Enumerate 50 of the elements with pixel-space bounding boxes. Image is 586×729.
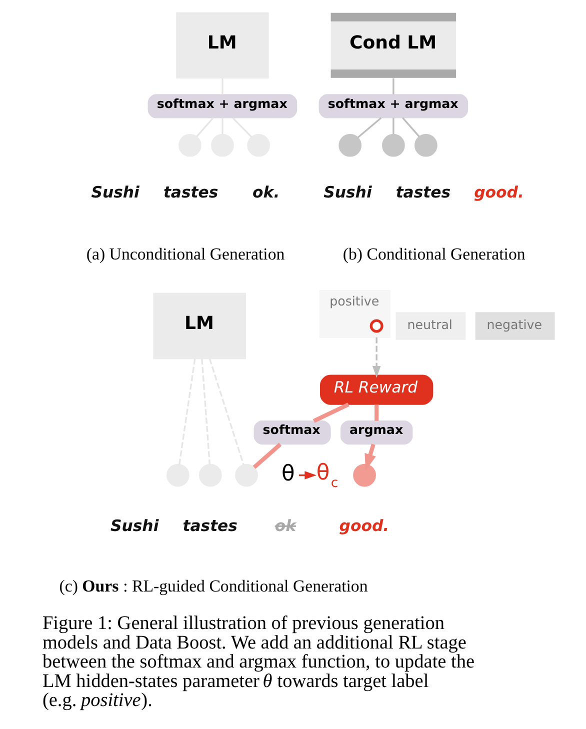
- connector: [392, 118, 394, 134]
- node-label: Sushi: [90, 182, 139, 202]
- node-circle: [210, 134, 234, 157]
- connector: [232, 117, 252, 138]
- arrow: [372, 337, 380, 378]
- node-box: negative: [474, 312, 554, 340]
- connector: [196, 117, 214, 138]
- node-label: good.: [474, 182, 524, 202]
- connector: [392, 78, 394, 94]
- node-box: RL Reward: [319, 374, 433, 405]
- caption: Figure 1: General illustration of previous generation models and Data Boost. We add an additional RL stage between the softmax and argmax function, to update the LM hidden-states parameter θ towards target label (e.g. positive).: [42, 613, 474, 712]
- node-box: softmax + argmax: [147, 94, 297, 118]
- node-circle: [166, 464, 189, 487]
- node-label: tastes: [395, 182, 450, 202]
- node-label: tastes: [162, 182, 218, 202]
- connector: [312, 402, 349, 423]
- node-label: Sushi: [323, 182, 372, 202]
- label: (a) Unconditional Generation: [86, 244, 284, 264]
- node-box: softmax: [253, 420, 330, 445]
- node-circle: [414, 134, 437, 157]
- connector: [200, 358, 210, 465]
- label: (c) Ours : RL-guided Conditional Generation: [58, 576, 368, 596]
- connector: [402, 117, 420, 138]
- cluster: positive: [318, 290, 390, 338]
- node-label: tastes: [182, 516, 237, 536]
- connector: [252, 442, 282, 469]
- connector: [178, 358, 196, 465]
- label: (b) Conditional Generation: [342, 244, 525, 264]
- node-box: argmax: [340, 420, 412, 445]
- connector: [374, 404, 378, 421]
- node-label: Sushi: [110, 516, 158, 536]
- node-label: ok.: [252, 182, 280, 202]
- arrow: [364, 444, 376, 471]
- connector: [357, 117, 382, 138]
- node-box: LM: [176, 12, 268, 79]
- node-box: LM: [152, 292, 246, 360]
- node-circle: [352, 464, 376, 487]
- connector: [208, 358, 244, 466]
- node-circle: [178, 134, 201, 157]
- node-label: good.: [338, 516, 389, 536]
- node-text: θ$_{c}$: [316, 460, 338, 491]
- node-circle: [246, 134, 270, 157]
- node-circle: [198, 464, 222, 487]
- node-box: softmax + argmax: [318, 94, 468, 118]
- node-circle: [338, 134, 362, 157]
- node-circle: [369, 319, 383, 333]
- node-label: ok: [274, 516, 296, 536]
- node-text: θ: [280, 462, 294, 487]
- node-circle: [382, 134, 404, 157]
- node-circle: [234, 464, 258, 487]
